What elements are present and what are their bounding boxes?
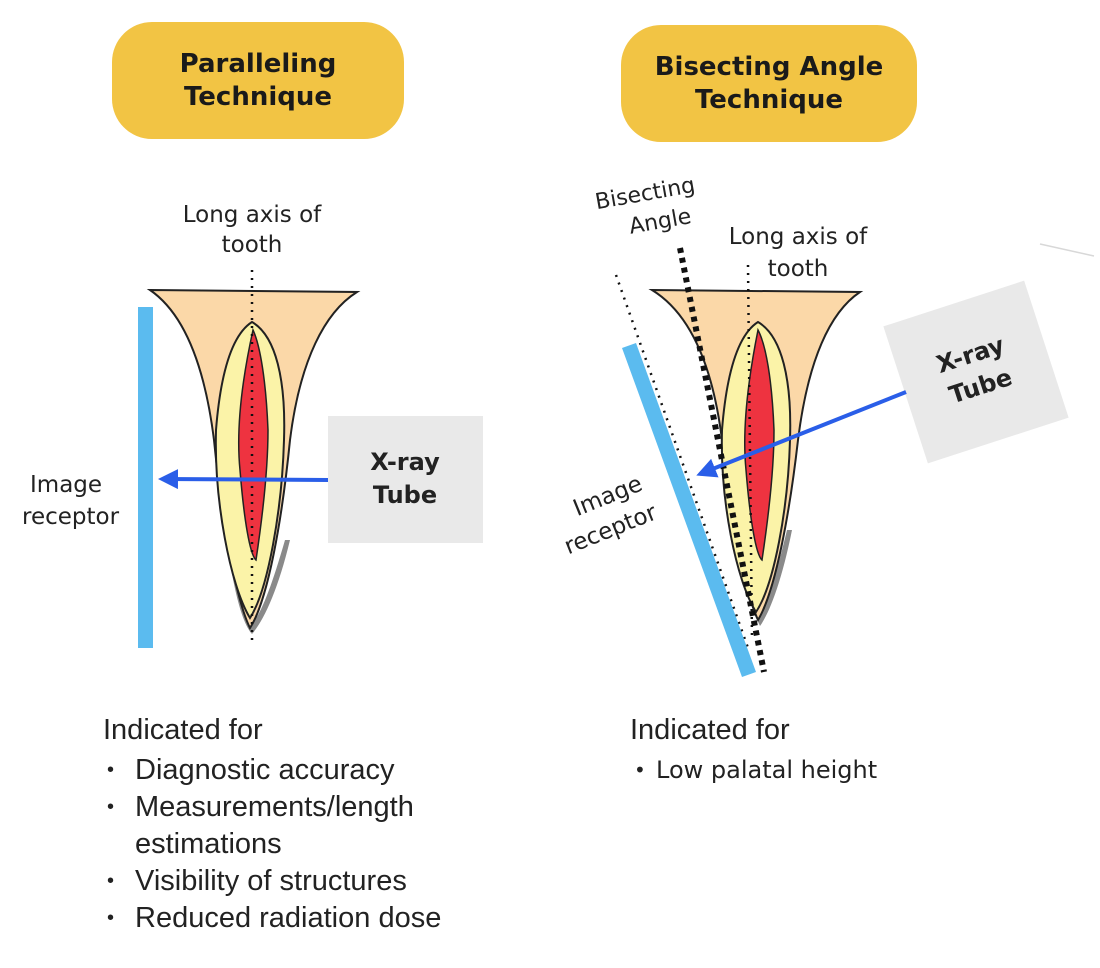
list-item: estimations	[135, 828, 282, 860]
bisecting-tooth	[648, 288, 864, 626]
list-item: Measurements/length	[103, 789, 563, 826]
paralleling-tube-label-line1: X-ray	[370, 448, 440, 476]
paralleling-bone-shadow	[225, 530, 290, 634]
paralleling-indications: Indicated for Diagnostic accuracy Measur…	[103, 712, 563, 937]
bisecting-pulp	[744, 327, 775, 562]
paralleling-indicated-heading: Indicated for	[103, 714, 263, 746]
bisecting-angle-label-line2: Angle	[627, 204, 693, 239]
list-item: Visibility of structures	[103, 863, 563, 900]
list-item: Reduced radiation dose	[103, 900, 563, 937]
bisecting-xray-beam-arrow	[696, 390, 907, 478]
bisecting-indications: Indicated for Low palatal height	[630, 712, 1050, 789]
paralleling-tube-label-line2: Tube	[373, 481, 437, 509]
paralleling-receptor-label-line2: receptor	[22, 504, 120, 530]
bisecting-title-line2: Technique	[694, 84, 843, 115]
bisecting-long-axis-line	[746, 264, 754, 641]
paralleling-tooth	[146, 288, 361, 634]
paralleling-technique-title: Paralleling Technique	[112, 22, 404, 139]
paralleling-title-line1: Paralleling	[179, 48, 337, 79]
bisecting-long-axis-label-line1: Long axis of	[729, 224, 868, 250]
bisecting-image-receptor	[622, 343, 756, 677]
bisecting-faint-edge-line	[1039, 243, 1095, 257]
paralleling-indication-list: Diagnostic accuracy Measurements/length …	[103, 752, 563, 937]
bisecting-indication-list: Low palatal height	[630, 752, 1050, 789]
bisecting-title-line1: Bisecting Angle	[654, 51, 884, 82]
bisecting-long-axis-label-line2: tooth	[768, 256, 829, 282]
paralleling-image-receptor	[138, 307, 153, 648]
bisecting-receptor-plane-line	[614, 274, 750, 649]
bisecting-angle-line	[677, 247, 767, 673]
paralleling-diagram: Long axis of tooth Image receptor X-ray …	[22, 202, 483, 648]
bisecting-indicated-heading: Indicated for	[630, 714, 790, 746]
paralleling-xray-beam-arrow	[158, 469, 329, 490]
bisecting-diagram: Bisecting Angle Long axis of tooth Image…	[561, 173, 1095, 677]
list-item: Diagnostic accuracy	[103, 752, 563, 789]
paralleling-pulp	[238, 327, 269, 562]
paralleling-receptor-label-line1: Image	[30, 472, 102, 498]
paralleling-title-line2: Technique	[183, 81, 332, 112]
technique-diagrams: Long axis of tooth Image receptor X-ray …	[22, 173, 1095, 677]
bisecting-xray-tube	[883, 280, 1069, 464]
paralleling-xray-tube	[328, 416, 483, 543]
bisecting-technique-title: Bisecting Angle Technique	[621, 25, 917, 142]
paralleling-long-axis-label-line1: Long axis of	[183, 202, 322, 228]
paralleling-long-axis-label-line2: tooth	[222, 232, 283, 258]
list-item: Low palatal height	[630, 752, 1050, 789]
